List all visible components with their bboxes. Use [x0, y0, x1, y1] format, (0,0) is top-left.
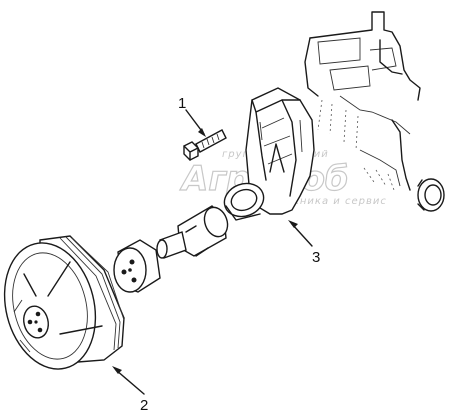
leader-lines — [112, 109, 313, 395]
pulley-part-2 — [3, 235, 125, 370]
callout-2: 2 — [140, 397, 148, 414]
callout-1: 1 — [178, 95, 186, 112]
callout-3: 3 — [312, 249, 320, 266]
engine-block — [304, 11, 445, 212]
hub — [113, 239, 161, 293]
bolt-part-1 — [183, 129, 227, 161]
shaft — [156, 205, 229, 259]
watermark-tagline-bottom: спецтехника и сервис — [250, 196, 387, 207]
bracket-part-3 — [223, 87, 315, 221]
seal-ring-inner — [424, 184, 442, 206]
